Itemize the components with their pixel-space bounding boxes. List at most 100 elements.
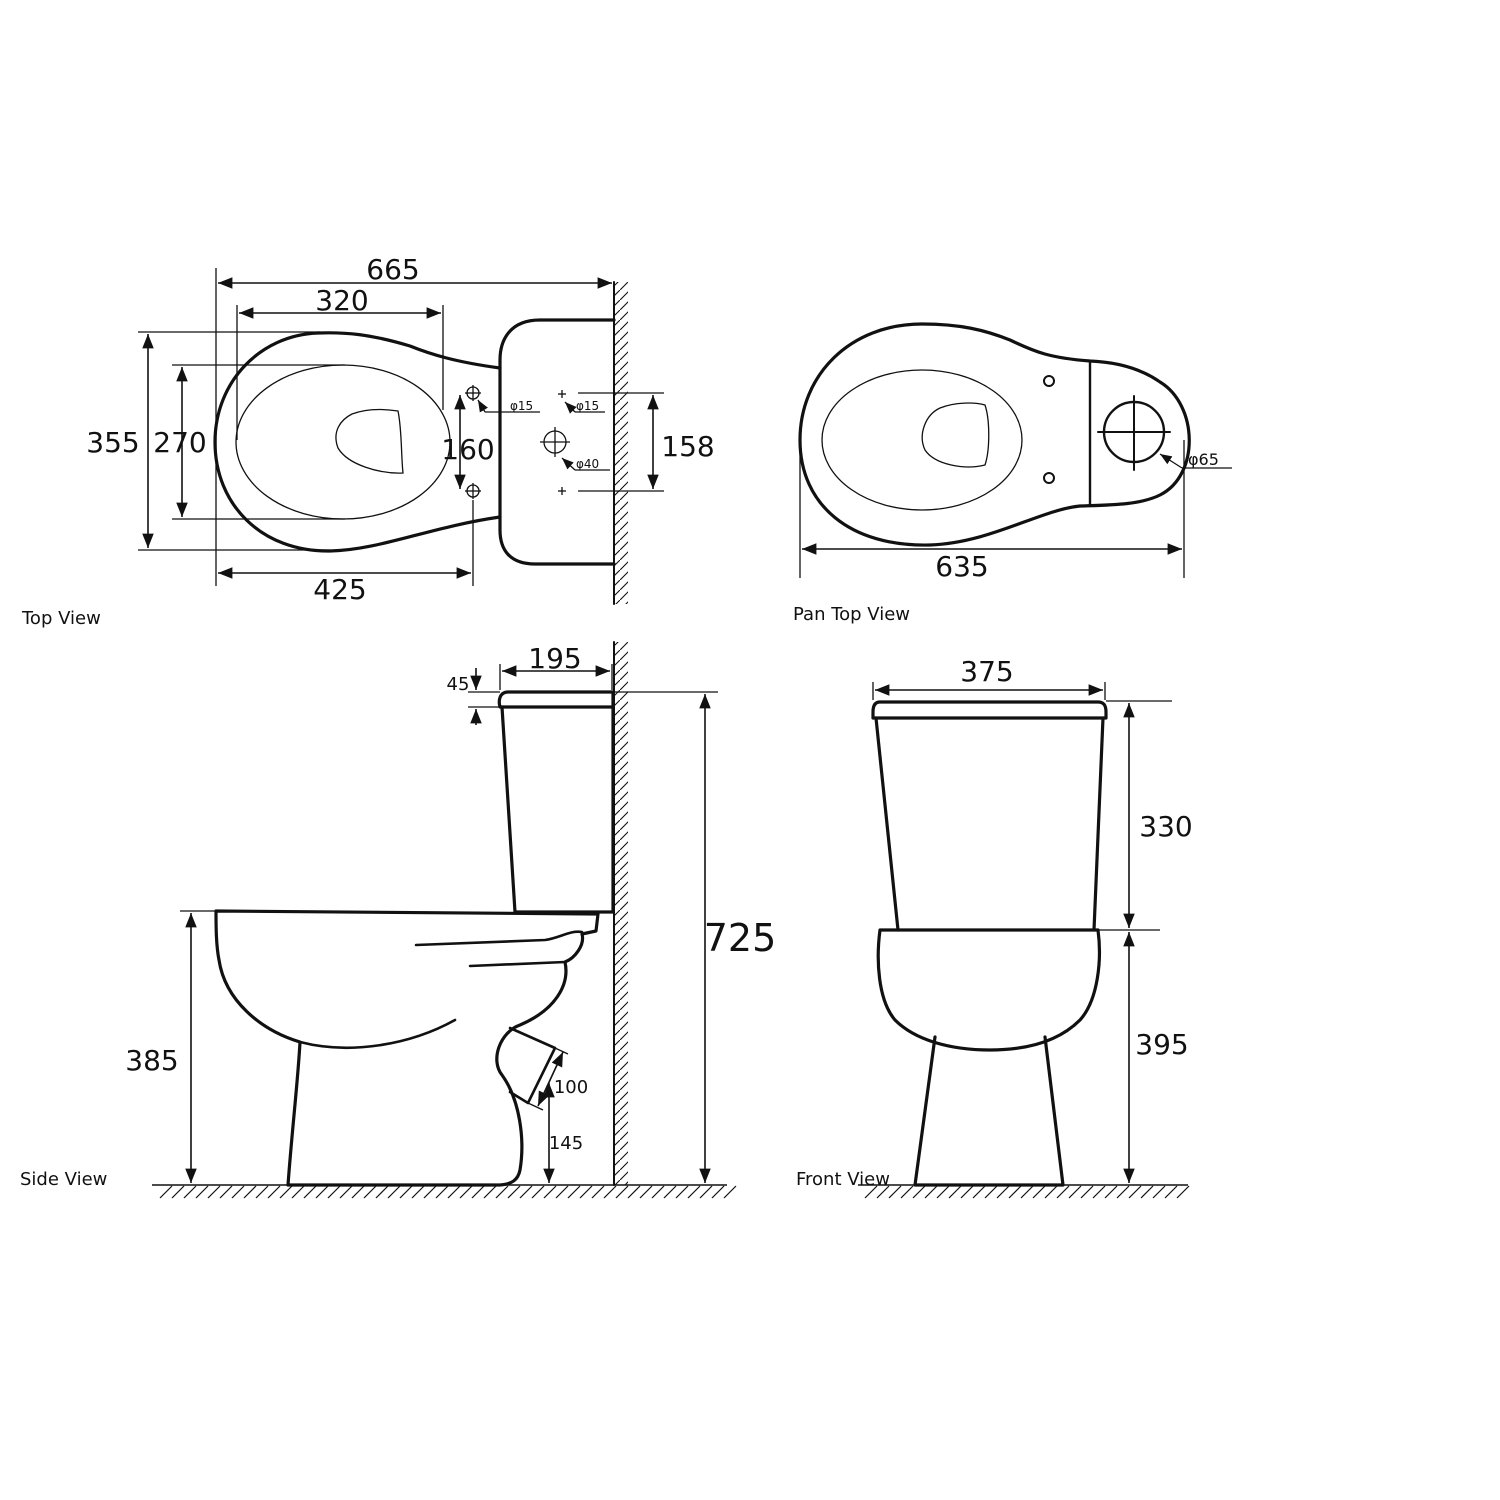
pan-bolt-hole-lower <box>1043 472 1055 484</box>
floor-hatch-stroke <box>1020 1185 1034 1199</box>
dim-330-label: 330 <box>1139 810 1192 843</box>
floor-hatch-stroke <box>1032 1185 1046 1199</box>
floor-hatch-stroke <box>327 1185 341 1199</box>
floor-hatch-stroke <box>627 1185 641 1199</box>
floor-hatch-stroke <box>351 1185 365 1199</box>
floor-hatch-stroke <box>519 1185 533 1199</box>
floor-hatch-stroke <box>723 1185 737 1199</box>
top-view-title: Top View <box>21 608 101 629</box>
pan-outline <box>798 322 1191 547</box>
floor-hatch-stroke <box>183 1185 197 1199</box>
floor-hatch-stroke <box>531 1185 545 1199</box>
floor-hatch-stroke <box>663 1185 677 1199</box>
floor-hatch-stroke <box>711 1185 725 1199</box>
top-bolt-hole-upper <box>465 385 481 401</box>
floor-hatch-stroke <box>900 1185 914 1199</box>
floor-hatch-stroke <box>195 1185 209 1199</box>
pan-seat-ellipse <box>821 369 1023 511</box>
floor-hatch-stroke <box>435 1185 449 1199</box>
floor-hatch-stroke <box>603 1185 617 1199</box>
floor-hatch-stroke <box>459 1185 473 1199</box>
floor-hatch-stroke <box>579 1185 593 1199</box>
floor-hatch-stroke <box>279 1185 293 1199</box>
top-bowl-opening <box>335 408 404 474</box>
floor-hatch-stroke <box>1116 1185 1130 1199</box>
floor-hatch-stroke <box>543 1185 557 1199</box>
dim-355-label: 355 <box>86 426 139 459</box>
phi-flush-label: φ40 <box>576 457 599 471</box>
floor-hatch-stroke <box>159 1185 173 1199</box>
dim-635-label: 635 <box>935 550 988 583</box>
dim-385-label: 385 <box>125 1044 178 1077</box>
floor-hatch-stroke <box>1176 1185 1190 1199</box>
floor-hatch-stroke <box>972 1185 986 1199</box>
floor-hatch-stroke <box>948 1185 962 1199</box>
dim-160-label: 160 <box>441 433 494 466</box>
dim-725-label: 725 <box>704 916 777 960</box>
floor-hatch-stroke <box>339 1185 353 1199</box>
floor-hatch-stroke <box>675 1185 689 1199</box>
front-view-title: Front View <box>796 1169 890 1190</box>
floor-hatch-stroke <box>912 1185 926 1199</box>
floor-hatch-stroke <box>303 1185 317 1199</box>
floor-hatch-stroke <box>375 1185 389 1199</box>
top-bowl-outline <box>213 331 502 553</box>
floor-hatch-stroke <box>1056 1185 1070 1199</box>
floor-hatch-stroke <box>1128 1185 1142 1199</box>
dim-270-label: 270 <box>153 426 206 459</box>
floor-hatch-stroke <box>219 1185 233 1199</box>
dim-375-label: 375 <box>960 655 1013 688</box>
floor-hatch-stroke <box>1044 1185 1058 1199</box>
floor-hatch-stroke <box>591 1185 605 1199</box>
floor-hatch-stroke <box>255 1185 269 1199</box>
floor-hatch-stroke <box>888 1185 902 1199</box>
top-inlet-mark-lower <box>558 487 566 495</box>
floor-hatch-stroke <box>291 1185 305 1199</box>
side-view-title: Side View <box>20 1169 107 1190</box>
dim-158-label: 158 <box>661 430 714 463</box>
pan-phi-outlet-label: φ65 <box>1188 450 1219 469</box>
floor-hatch-stroke <box>231 1185 245 1199</box>
floor-hatch-stroke <box>1068 1185 1082 1199</box>
floor-hatch-stroke <box>483 1185 497 1199</box>
floor-hatch-stroke <box>651 1185 665 1199</box>
top-flush-hole <box>540 427 570 457</box>
top-seat-ellipse <box>235 364 451 520</box>
floor-hatch-stroke <box>243 1185 257 1199</box>
pan-bowl-opening <box>921 402 990 468</box>
dim-320-label: 320 <box>315 284 368 317</box>
floor-hatch-stroke <box>864 1185 878 1199</box>
floor-hatch-stroke <box>267 1185 281 1199</box>
dim-195-label: 195 <box>528 642 581 675</box>
phi-bolt-label: φ15 <box>510 399 533 413</box>
floor-hatch-stroke <box>555 1185 569 1199</box>
floor-hatch-stroke <box>639 1185 653 1199</box>
floor-hatch-stroke <box>876 1185 890 1199</box>
floor-hatch-stroke <box>1140 1185 1154 1199</box>
side-tank-lid <box>497 690 615 709</box>
floor-hatch-stroke <box>1104 1185 1118 1199</box>
pan-top-view-title: Pan Top View <box>793 604 910 625</box>
floor-hatch-stroke <box>387 1185 401 1199</box>
floor-hatch-stroke <box>936 1185 950 1199</box>
floor-hatch-stroke <box>315 1185 329 1199</box>
side-rim-upper <box>414 930 584 947</box>
floor-hatch-stroke <box>447 1185 461 1199</box>
dim-665-label: 665 <box>366 253 419 286</box>
floor-hatch-stroke <box>1080 1185 1094 1199</box>
top-wall-hatch <box>614 282 628 604</box>
front-view: 375 330 395 Front View <box>796 655 1193 1199</box>
side-view: 195 45 725 385 100 145 Side View <box>20 641 777 1199</box>
floor-hatch-stroke <box>363 1185 377 1199</box>
side-floor-hatch <box>159 1185 737 1199</box>
floor-hatch-stroke <box>1092 1185 1106 1199</box>
pan-top-view: φ65 635 Pan Top View <box>793 322 1232 625</box>
floor-hatch-stroke <box>615 1185 629 1199</box>
dim-100-label: 100 <box>554 1077 588 1098</box>
front-tank-body <box>874 716 1105 932</box>
front-bowl <box>876 928 1101 1052</box>
dim-145-label: 145 <box>549 1133 583 1154</box>
floor-hatch-stroke <box>699 1185 713 1199</box>
top-inlet-mark-upper <box>558 390 566 398</box>
